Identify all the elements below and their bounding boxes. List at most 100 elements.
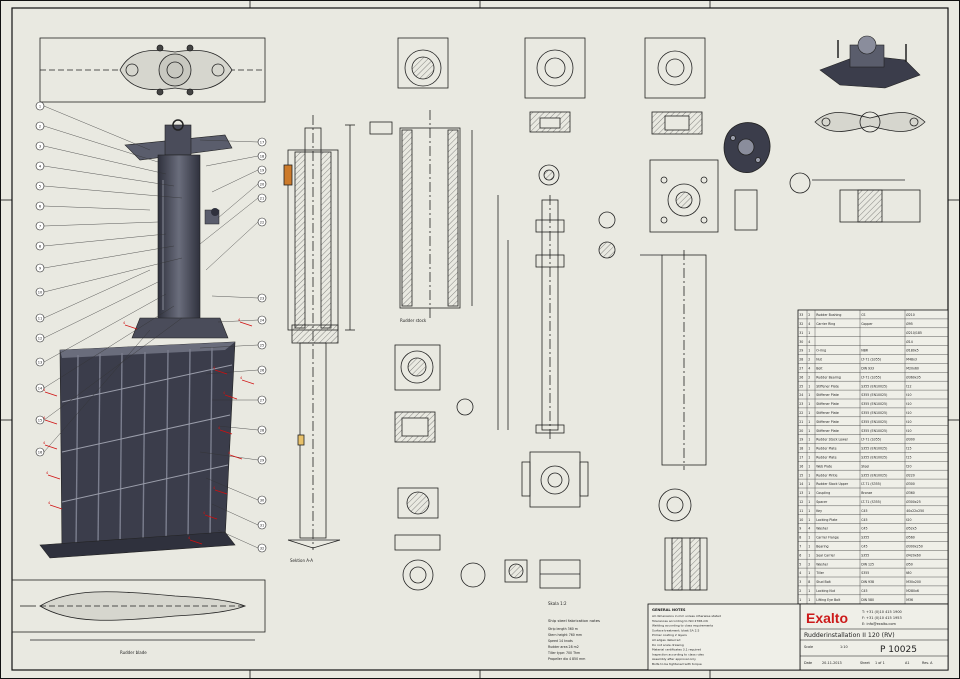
bom-cell: t10 <box>906 429 911 433</box>
bom-cell: 1 <box>808 464 810 468</box>
callout-balloon: 15 <box>35 317 183 425</box>
bom-cell: t20 <box>906 518 911 522</box>
bom-cell: 24 <box>799 393 803 397</box>
bom-cell: 7 <box>799 545 801 549</box>
bom-cell: 1 <box>808 571 810 575</box>
balloon-number: 29 <box>260 458 265 462</box>
bom-cell: Ø50 <box>906 561 913 566</box>
balloon-number: 5 <box>39 184 41 188</box>
rudder-3d-model <box>39 119 236 559</box>
date-value: 20-11-2013 <box>822 661 842 665</box>
balloon-number: 31 <box>260 523 265 527</box>
general-note-line: Inspection according to class rules <box>652 652 704 656</box>
bom-cell: 4 <box>808 367 810 371</box>
bom-cell: C45 <box>861 545 867 549</box>
weld-size: 4 <box>48 501 50 505</box>
bom-cell: 32 <box>799 322 803 326</box>
balloon-number: 24 <box>260 318 265 322</box>
bom-cell: 2 <box>799 589 801 593</box>
balloon-number: 15 <box>38 418 43 422</box>
bom-cell: Rudder Plate <box>816 456 836 460</box>
bom-cell: Ø95 <box>906 321 913 326</box>
bom-cell: Stud Bolt <box>816 580 831 584</box>
balloon-number: 32 <box>260 546 265 550</box>
bom-cell: Ø300x25 <box>906 499 921 504</box>
bom-cell: 4 <box>799 571 801 575</box>
upper-stock-view <box>369 37 486 591</box>
bom-cell: 3 <box>799 580 801 584</box>
bom-cell: t10 <box>906 411 911 415</box>
bom-cell: 5 <box>799 562 801 566</box>
bom-cell: Bolt <box>816 367 823 371</box>
bom-cell: 21 <box>799 420 803 424</box>
weld-size: 4 <box>228 451 230 455</box>
callout-balloon: 18 <box>205 151 267 167</box>
bom-cell: Stiffener Plate <box>816 411 839 415</box>
balloon-number: 28 <box>260 428 265 432</box>
weld-mark: 4 <box>228 451 243 460</box>
bom-cell: 28 <box>799 358 803 362</box>
callout-balloon: 10 <box>35 257 183 297</box>
weld-size: 4 <box>43 388 45 392</box>
balloon-number: 11 <box>38 316 43 320</box>
bom-cell: Ø52x5 <box>906 526 916 531</box>
bom-cell: Seal Carrier <box>816 553 835 557</box>
bom-cell: Rudder Stock Lower <box>816 438 848 442</box>
weld-size: 4 <box>223 391 225 395</box>
bom-cell: C45 <box>861 527 867 531</box>
scale-caption: Skala 1:2 <box>548 601 567 606</box>
balloon-number: 3 <box>39 144 41 148</box>
general-note-line: Assembly after approval only <box>652 657 696 661</box>
weld-mark: 4 <box>213 366 228 375</box>
bom-cell: Ø300 <box>906 481 915 486</box>
bom-cell: NBR <box>861 349 869 353</box>
bom-cell: 13 <box>799 491 803 495</box>
bom-cell: Rudder Bushing <box>816 313 841 317</box>
callout-balloon: 9 <box>35 245 175 273</box>
weld-mark: 4 <box>188 536 203 545</box>
bom-cell: S355 (EN10025) <box>861 411 887 415</box>
callout-balloon: 26 <box>205 365 267 375</box>
bom-cell: 15 <box>799 473 803 477</box>
bom-cell: O-ring <box>816 349 826 353</box>
note-line: Speed 14 knots <box>548 639 573 643</box>
general-note-line: Bolts to be tightened with torque <box>652 662 702 666</box>
bom-cell: t10 <box>906 420 911 424</box>
bom-cell: Carrier Flange <box>816 536 839 540</box>
bom-cell: 16 <box>799 464 803 468</box>
bom-cell: 25 <box>799 384 803 388</box>
blade-section-view <box>11 579 266 641</box>
bom-cell: 1 <box>808 545 810 549</box>
drawing-number: P 10025 <box>880 645 917 655</box>
bom-cell: LT-71 (S355) <box>861 482 881 486</box>
bom-cell: t20 <box>906 464 911 468</box>
sheet-value: 1 of 1 <box>875 661 885 665</box>
stock-section-view <box>283 115 355 550</box>
company-logo: Exalto <box>806 610 848 626</box>
section-caption: Sektion A-A <box>290 558 313 563</box>
bom-cell: Rudder Stock Upper <box>816 482 849 486</box>
scale-value: 1:10 <box>840 645 848 649</box>
scale-label: Scale <box>804 645 813 649</box>
bom-cell: LT-71 (S355) <box>861 358 881 362</box>
bom-cell: Bronze <box>861 491 872 495</box>
bom-cell: Rudder Bearing <box>816 375 841 379</box>
bom-cell: 11 <box>799 509 803 513</box>
callout-balloon: 28 <box>217 425 267 435</box>
bom-cell: Carrier Ring <box>816 322 835 326</box>
balloon-number: 27 <box>260 398 265 402</box>
general-note-line: Surface treatment: blast SA 2.5 <box>652 628 699 632</box>
weld-size: 4 <box>43 441 45 445</box>
bom-cell: S355 (EN10025) <box>861 402 887 406</box>
bom-cell: Steel <box>861 464 869 468</box>
